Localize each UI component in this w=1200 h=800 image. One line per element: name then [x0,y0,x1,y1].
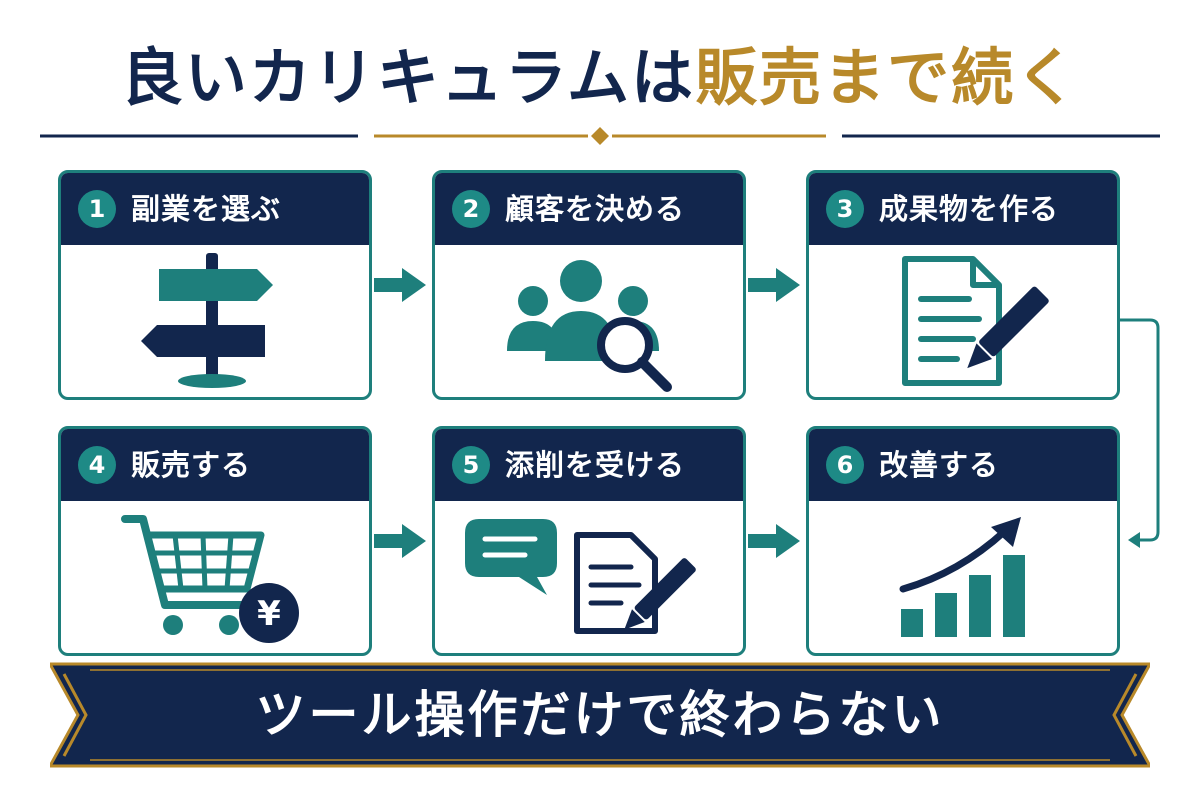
flow-arrow-right [748,524,800,558]
step-header: 3 成果物を作る [809,173,1117,245]
title-part-gold: 販売まで続く [695,41,1080,114]
flow-arrow-right [374,524,426,558]
page-title: 良いカリキュラムは販売まで続く [0,38,1200,118]
title-divider [40,127,1160,145]
step-number-badge: 3 [826,190,864,228]
people-search-icon [507,260,672,392]
yen-symbol: ¥ [257,594,281,634]
step-card-4: 4 販売する ¥ [58,426,372,656]
connector-arrow [1120,318,1160,548]
step-label: 添削を受ける [505,448,686,482]
title-part-navy: 良いカリキュラムは [120,41,696,114]
step-card-2: 2 顧客を決める [432,170,746,400]
step-card-6: 6 改善する [806,426,1120,656]
step-label: 副業を選ぶ [131,192,282,226]
step-number-badge: 6 [826,446,864,484]
document-pencil-icon [902,256,1049,386]
step-card-1: 1 副業を選ぶ [58,170,372,400]
step-label: 顧客を決める [505,192,686,226]
step-header: 1 副業を選ぶ [61,173,369,245]
step-number-badge: 4 [78,446,116,484]
step-header: 6 改善する [809,429,1117,501]
step-header: 5 添削を受ける [435,429,743,501]
step-label: 成果物を作る [879,192,1060,226]
step-number-badge: 1 [78,190,116,228]
step-label: 販売する [131,448,252,482]
step-number-badge: 5 [452,446,490,484]
ribbon-banner [50,662,1150,768]
step-header: 2 顧客を決める [435,173,743,245]
step-card-3: 3 成果物を作る [806,170,1120,400]
shopping-cart-yen-icon: ¥ [121,515,299,643]
banner-text: ツール操作だけで終わらない [255,686,945,744]
flow-arrow-right [748,268,800,302]
growth-chart-icon [899,517,1025,637]
flow-arrow-right [374,268,426,302]
step-label: 改善する [879,448,1000,482]
step-card-5: 5 添削を受ける [432,426,746,656]
step-header: 4 販売する [61,429,369,501]
chat-document-icon [465,519,696,634]
step-number-badge: 2 [452,190,490,228]
signpost-icon [141,253,273,388]
